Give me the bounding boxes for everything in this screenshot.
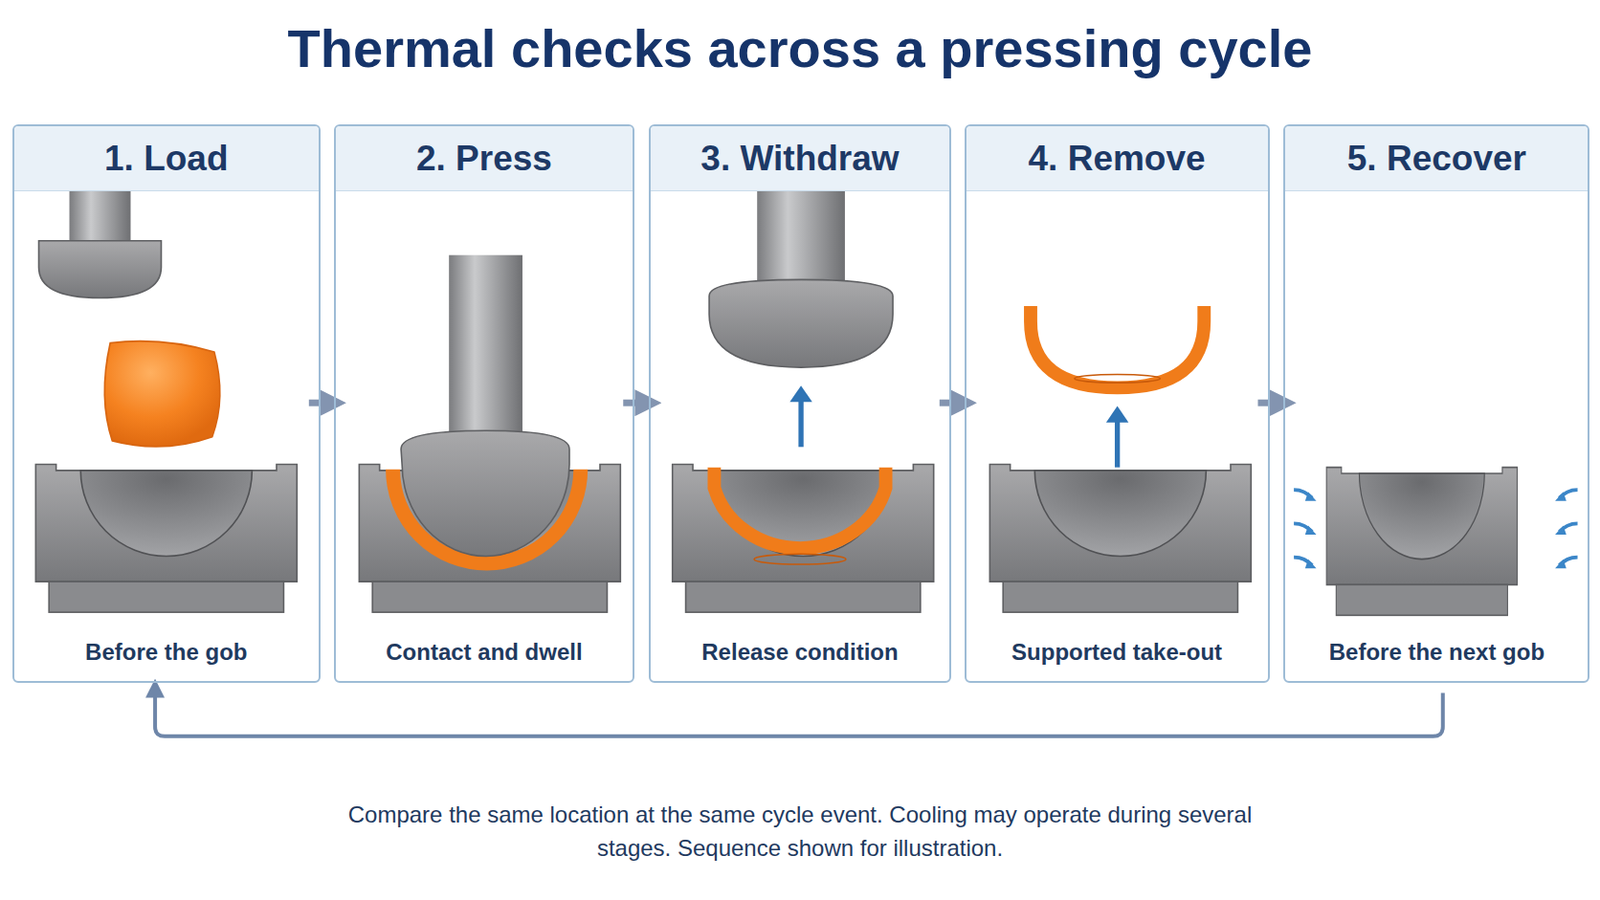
stage-heading: 4. Remove <box>1028 138 1206 179</box>
stage-heading: 2. Press <box>416 138 553 179</box>
stage-header: 5. Recover <box>1285 126 1588 192</box>
stage-caption: Release condition <box>654 639 946 667</box>
stage-header: 4. Remove <box>966 126 1268 192</box>
diagram-title: Thermal checks across a pressing cycle <box>0 17 1600 80</box>
stage-heading: 1. Load <box>104 138 229 179</box>
flow-arrow <box>309 400 336 407</box>
stage-caption: Contact and dwell <box>339 639 630 667</box>
stage-header: 1. Load <box>14 126 319 192</box>
flow-arrow <box>939 400 967 407</box>
flow-arrow <box>1258 400 1287 407</box>
stage-panel: 1. LoadBefore the gob <box>12 124 321 684</box>
stage-header: 2. Press <box>335 126 634 192</box>
stage-panel: 2. PressContact and dwell <box>333 124 636 684</box>
stage-caption: Supported take-out <box>970 639 1265 667</box>
stage-header: 3. Withdraw <box>650 126 950 192</box>
stage-heading: 3. Withdraw <box>700 138 899 179</box>
stage-heading: 5. Recover <box>1347 138 1527 179</box>
stage-panel: 5. RecoverBefore the next gob <box>1283 124 1590 684</box>
return-arrow <box>155 687 1444 736</box>
flow-arrow <box>622 400 651 407</box>
stage-caption: Before the gob <box>18 639 315 667</box>
stage-caption: Before the next gob <box>1288 639 1584 667</box>
stage-panel: 3. WithdrawRelease condition <box>648 124 952 684</box>
diagram-caption: Compare the same location at the same cy… <box>321 798 1279 866</box>
stage-panel: 4. RemoveSupported take-out <box>964 124 1270 684</box>
